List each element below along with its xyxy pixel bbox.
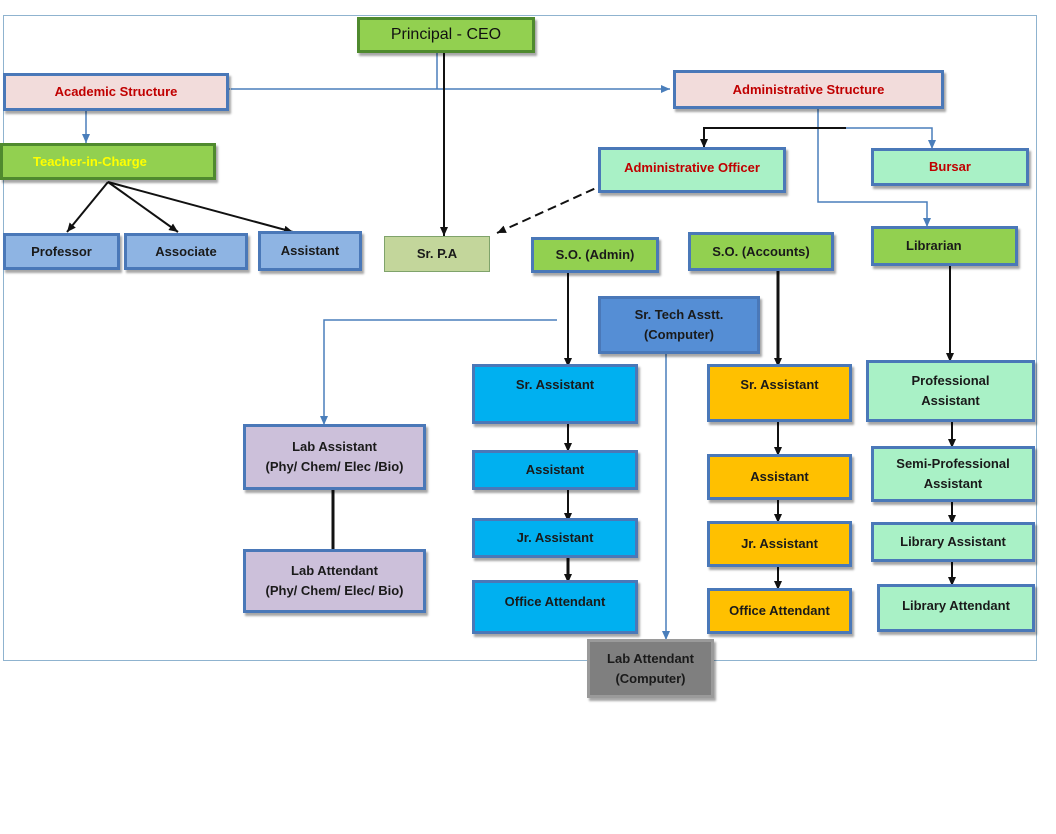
node-library-attendant: Library Attendant [877, 584, 1035, 632]
node-academic-structure: Academic Structure [3, 73, 229, 111]
node-lab-assistant: Lab Assistant (Phy/ Chem/ Elec /Bio) [243, 424, 426, 490]
node-sr-pa: Sr. P.A [384, 236, 490, 272]
link-teacher-associate [107, 181, 179, 233]
node-admin-sr-assistant: Sr. Assistant [472, 364, 638, 424]
node-lab-attendant: Lab Attendant (Phy/ Chem/ Elec/ Bio) [243, 549, 426, 613]
node-assistant-academic: Assistant [258, 231, 362, 271]
blue-connectors [82, 53, 936, 640]
link-teacher-assistant [107, 181, 294, 234]
node-administrative-officer: Administrative Officer [598, 147, 786, 193]
link-admin-officer-srpa [496, 182, 608, 234]
node-principal: Principal - CEO [357, 17, 535, 53]
node-professor: Professor [3, 233, 120, 270]
node-acc-sr-assistant: Sr. Assistant [707, 364, 852, 422]
link-admin-officer [700, 127, 846, 148]
link-admin-librarian [817, 108, 931, 227]
node-acc-assistant: Assistant [707, 454, 852, 500]
chart-frame [3, 15, 1037, 661]
node-admin-jr-assistant: Jr. Assistant [472, 518, 638, 558]
node-semi-professional-assistant: Semi-Professional Assistant [871, 446, 1035, 502]
node-librarian: Librarian [871, 226, 1018, 266]
link-admin-bursar [818, 127, 936, 149]
link-teacher-professor [66, 181, 109, 233]
node-acc-office-attendant: Office Attendant [707, 588, 852, 634]
node-sr-tech-asstt: Sr. Tech Asstt. (Computer) [598, 296, 760, 354]
link-srtech-labassistant [320, 319, 557, 425]
node-admin-office-attendant: Office Attendant [472, 580, 638, 634]
node-lab-attendant-computer: Lab Attendant (Computer) [587, 639, 714, 698]
node-library-assistant: Library Assistant [871, 522, 1035, 562]
node-so-accounts: S.O. (Accounts) [688, 232, 834, 271]
node-associate: Associate [124, 233, 248, 270]
node-professional-assistant: Professional Assistant [866, 360, 1035, 422]
node-admin-assistant: Assistant [472, 450, 638, 490]
node-so-admin: S.O. (Admin) [531, 237, 659, 273]
node-bursar: Bursar [871, 148, 1029, 186]
black-connectors [66, 53, 956, 590]
node-acc-jr-assistant: Jr. Assistant [707, 521, 852, 567]
node-administrative-structure: Administrative Structure [673, 70, 944, 109]
node-teacher-in-charge: Teacher-in-Charge [0, 143, 216, 180]
